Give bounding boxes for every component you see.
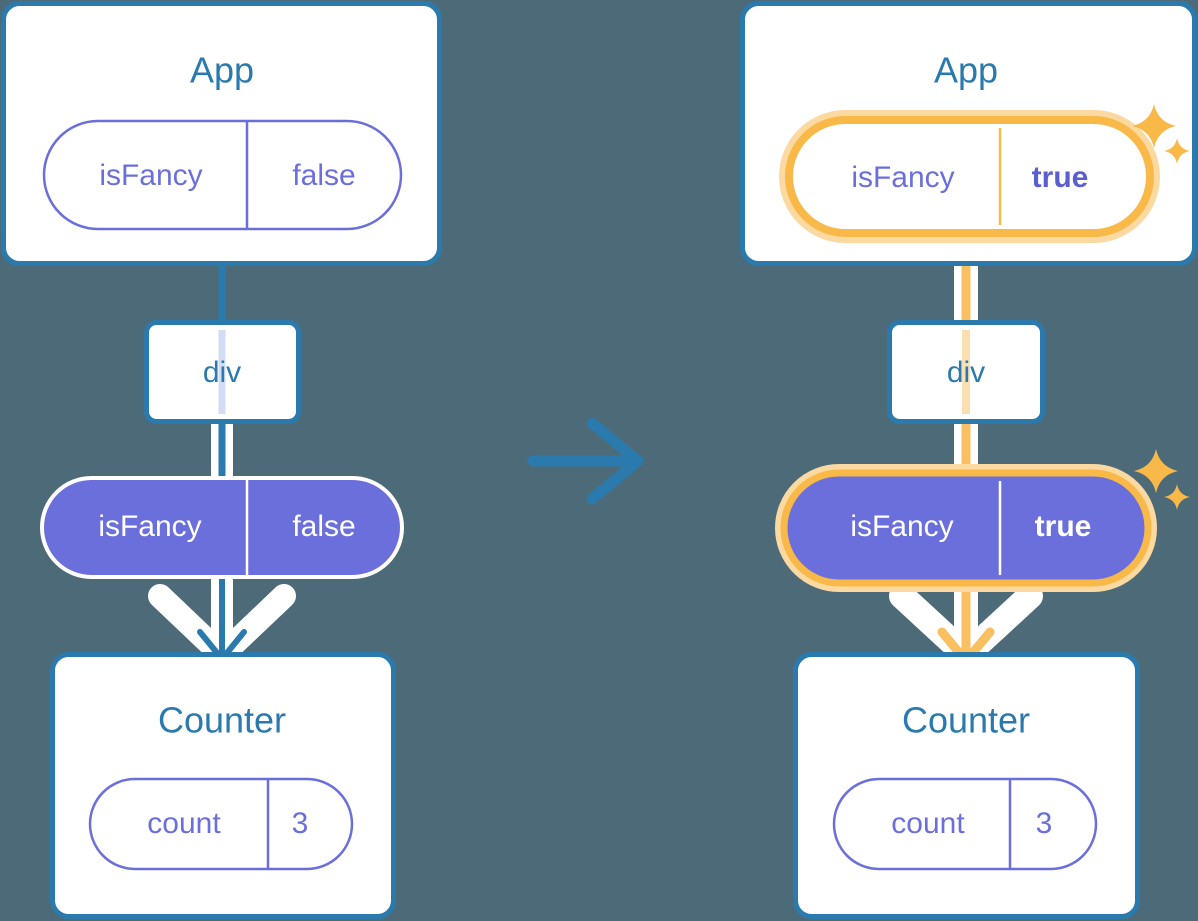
pill-value: false (292, 510, 355, 543)
pill-name: count (147, 807, 221, 840)
prop-pill-before: isFancy false (40, 476, 404, 579)
counter-state-pill-before: count 3 (88, 777, 354, 871)
div-node-after: div (887, 320, 1045, 424)
pill-body (832, 777, 1098, 871)
pill-highlight-ring (780, 469, 1152, 587)
pill-name: isFancy (850, 510, 953, 543)
pill-highlight-ring (785, 116, 1154, 237)
pill-value: true (1032, 161, 1089, 194)
prop-pill-after: isFancy true (775, 464, 1157, 592)
sparkle-app-large-icon (1132, 104, 1176, 148)
div-node-before: div (144, 320, 301, 424)
pill-value: true (1035, 510, 1092, 543)
pill-name: isFancy (98, 510, 201, 543)
pill-body (42, 119, 403, 231)
pill-body (88, 777, 354, 871)
app-state-pill-before: isFancy false (42, 119, 403, 231)
pill-name: isFancy (99, 159, 202, 192)
pill-value: 3 (292, 807, 309, 840)
pill-body (40, 476, 404, 579)
counter-title-after: Counter (902, 700, 1030, 741)
counter-state-pill-after: count 3 (832, 777, 1098, 871)
transition-arrow-right-icon (527, 417, 644, 505)
div-label: div (203, 356, 241, 389)
app-title-after: App (934, 50, 998, 91)
pill-name: count (891, 807, 965, 840)
app-state-pill-after: isFancy true (779, 110, 1160, 243)
pill-name: isFancy (851, 161, 954, 194)
sparkle-app-small-icon (1164, 138, 1190, 164)
sparkle-prop-large-icon (1134, 449, 1178, 493)
panel-after: App isFancy true div (740, 1, 1197, 919)
pill-value: 3 (1036, 807, 1053, 840)
pill-value: false (292, 159, 355, 192)
app-title-before: App (190, 50, 254, 91)
sparkle-prop-small-icon (1164, 484, 1190, 510)
panel-before: App isFancy false div isFancy false (1, 1, 442, 919)
div-label: div (947, 356, 985, 389)
counter-title-before: Counter (158, 700, 286, 741)
